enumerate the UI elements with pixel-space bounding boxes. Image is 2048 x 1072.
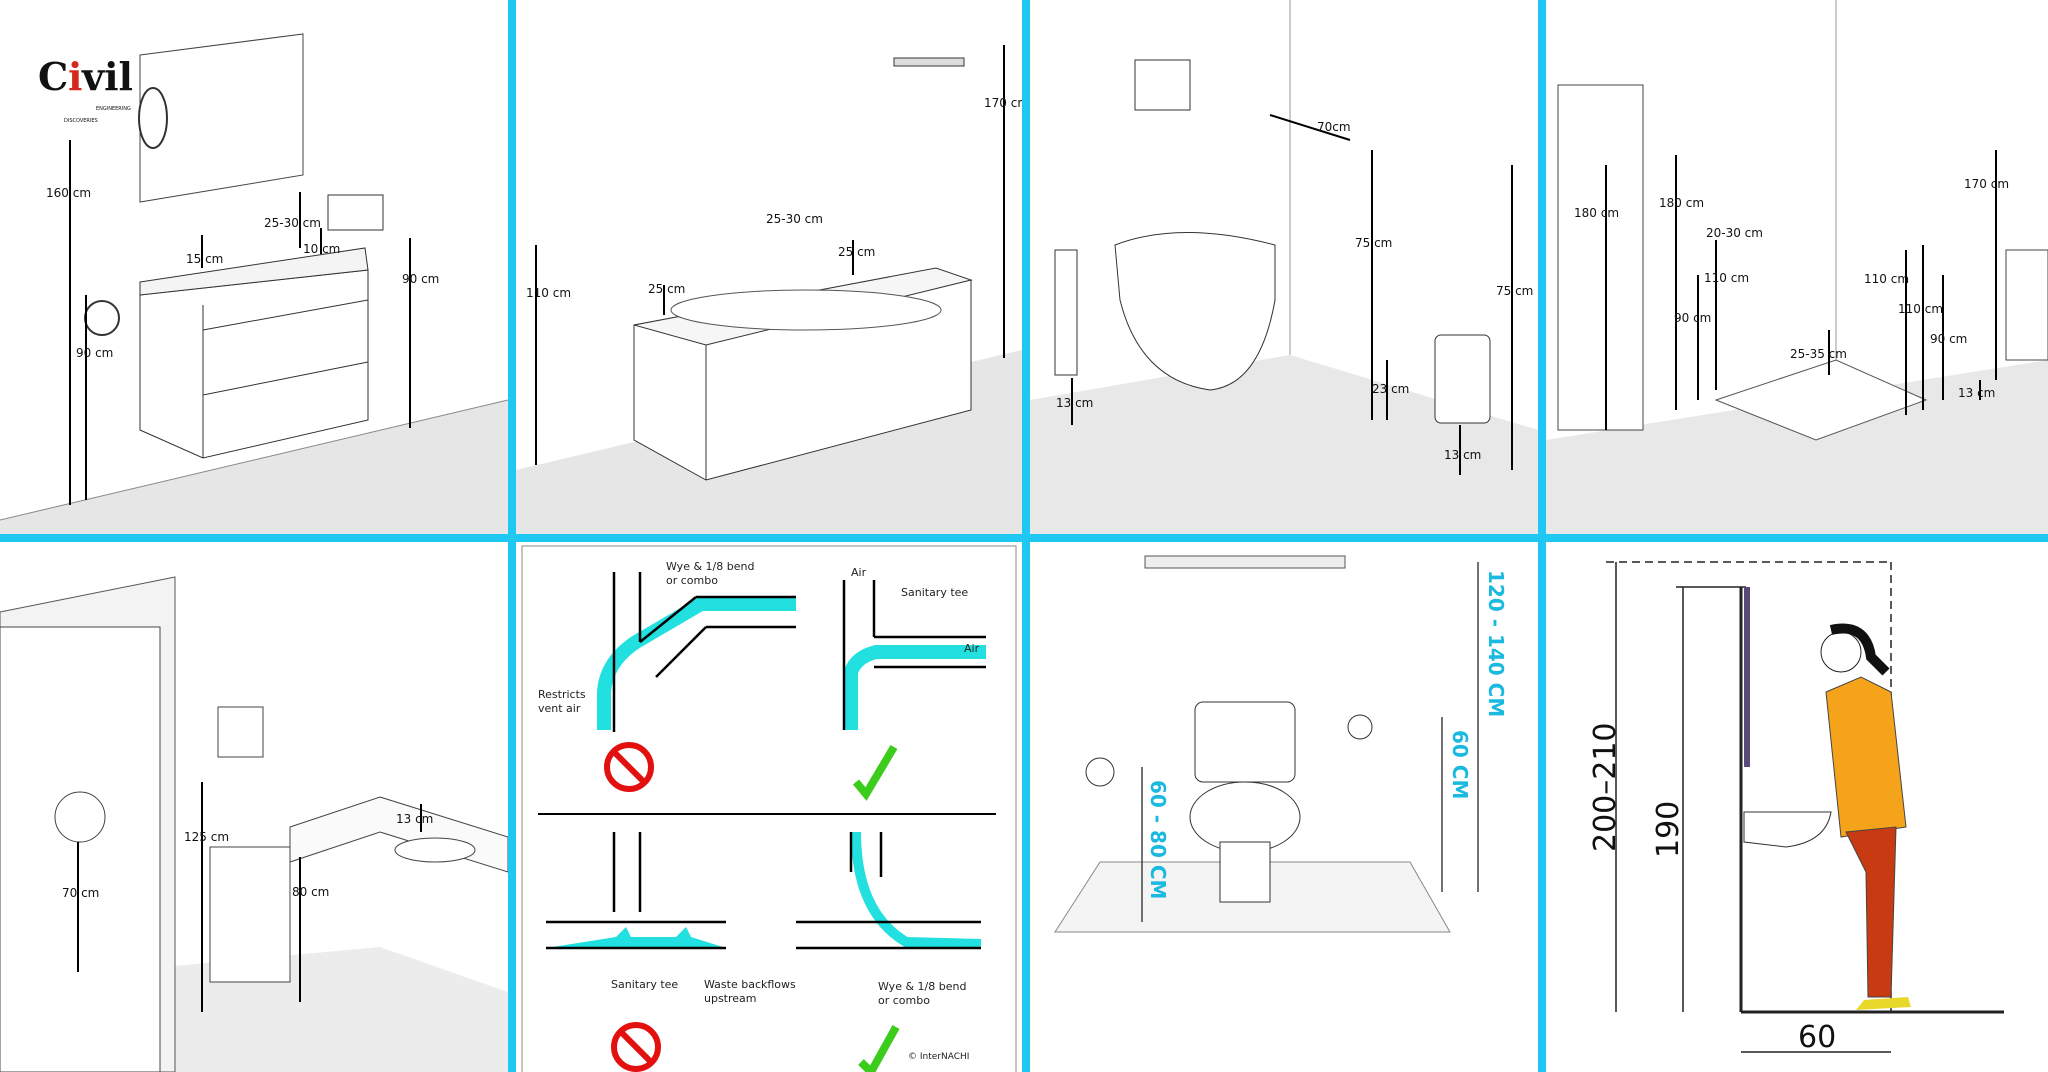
dim-label: 90 cm [402,272,440,286]
svg-text:ENGINEERING: ENGINEERING [96,106,131,112]
no-icon [604,742,654,792]
dim-label: 70cm [1317,120,1351,134]
toilet-sketch-drawing [1054,555,1479,933]
panel-toilet-sketch: 120 - 140 CM 60 CM 60 - 80 CM [1030,542,1538,1072]
dim-label: 75 cm [1496,284,1534,298]
plumbing-drawing [521,545,1017,1072]
dim-label: 190 [1651,800,1686,858]
dim-label: 13 cm [396,812,434,826]
copyright: © InterNACHI [908,1052,970,1062]
washroom-drawing [0,576,508,1072]
label-sanitary-tee: Sanitary tee [901,586,969,599]
bathtub-drawing [516,45,1022,534]
vanity-drawing [0,33,508,534]
panel-toilet: 70cm 75 cm 75 cm 13 cm 23 cm 13 cm [1030,0,1538,534]
dim-label: 110 cm [1864,272,1910,286]
toilet-drawing [1030,0,1538,534]
dim-label: 15 cm [186,252,224,266]
label-air: Air [964,642,980,655]
svg-text:C: C [38,54,68,99]
dim-label: 25-30 cm [766,212,823,226]
check-icon [852,744,898,801]
dim-label: 60 CM [1448,730,1472,800]
dim-label: 25-35 cm [1790,347,1847,361]
dim-label: 90 cm [1930,332,1968,346]
dim-label: 80 cm [292,885,330,899]
dim-label: 90 cm [76,346,114,360]
dim-label: 110 cm [526,286,572,300]
dim-label: 170 cm [984,96,1022,110]
dim-label: 70 cm [62,886,100,900]
mirror-person-drawing [1606,561,2004,1053]
dim-label: 110 cm [1704,271,1750,285]
dim-label: 110 cm [1898,302,1944,316]
dim-label: 13 cm [1958,386,1996,400]
dim-label: 60 - 80 CM [1146,780,1170,900]
dim-label: 25 cm [838,245,876,259]
shower-drawing [1546,0,2048,534]
dim-label: 60 [1798,1020,1837,1055]
dim-label: 25-30 cm [264,216,321,230]
dim-label: 180 cm [1574,206,1620,220]
dim-label: 160 cm [46,186,92,200]
dim-label: 200–210 [1588,722,1623,852]
dim-label: 13 cm [1444,448,1482,462]
svg-text:i: i [68,54,82,99]
check-icon [858,1025,900,1072]
svg-text:vil: vil [81,54,133,99]
label-sanitary-tee: Sanitary tee [611,978,679,991]
dim-label: 10 cm [303,242,341,256]
dim-label: 23 cm [1372,382,1410,396]
dim-label: 180 cm [1659,196,1705,210]
panel-public-washroom: 125 cm 13 cm 70 cm 80 cm [0,542,508,1072]
dim-label: 170 cm [1964,177,2010,191]
dim-label: 120 - 140 CM [1484,570,1508,718]
no-icon [611,1022,661,1072]
dim-label: 90 cm [1674,311,1712,325]
dim-label: 20-30 cm [1706,226,1763,240]
panel-bathtub: 170 cm 110 cm 25-30 cm 25 cm 25 cm [516,0,1022,534]
label-air: Air [851,566,867,579]
dim-label: 25 cm [648,282,686,296]
dim-label: 125 cm [184,830,230,844]
panel-mirror-person: 200–210 190 60 [1546,542,2048,1072]
dim-label: 13 cm [1056,396,1094,410]
svg-text:DISCOVERIES: DISCOVERIES [64,118,98,124]
panel-shower: 180 cm 180 cm 20-30 cm 110 cm 90 cm 25-3… [1546,0,2048,534]
dim-label: 75 cm [1355,236,1393,250]
